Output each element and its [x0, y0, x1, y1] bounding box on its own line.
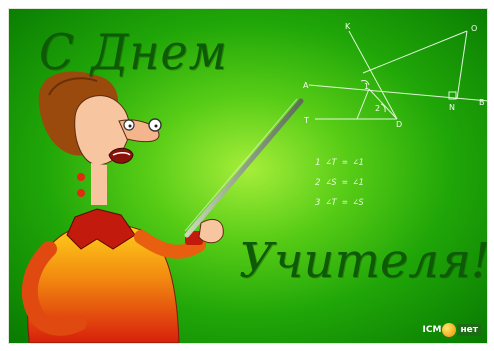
- greeting-line-2: Учителя!: [239, 233, 488, 289]
- chalk-geometry: [308, 30, 487, 120]
- logo-text: ICM: [422, 325, 442, 335]
- point-label-d: D: [396, 120, 402, 129]
- chalk-equation-1: 1 ∠T = ∠1: [315, 158, 364, 168]
- chalk-point-labels: K O A B T D N 1 2: [303, 22, 485, 129]
- angle-label-1: 1: [364, 82, 369, 91]
- angle-label-2: 2: [375, 104, 380, 113]
- point-label-o: O: [471, 24, 477, 33]
- teacher-illustration: K O A B T D N 1 2: [21, 22, 487, 343]
- pointer-stick: [184, 98, 304, 238]
- point-label-t: T: [303, 116, 309, 125]
- point-label-n: N: [449, 103, 455, 112]
- point-label-a: A: [303, 81, 309, 90]
- chalk-equation-2: 2 ∠S = ∠1: [315, 178, 364, 188]
- teacher-figure: [21, 71, 224, 343]
- point-label-k: K: [345, 22, 351, 31]
- chalk-equation-3: 3 ∠T = ∠S: [315, 198, 364, 208]
- point-label-b: B: [479, 98, 485, 107]
- logo-tag: нет: [457, 324, 481, 336]
- globe-icon: [442, 323, 457, 337]
- brand-logo: ICM нет: [423, 322, 481, 338]
- greeting-line-1: С Днем: [39, 23, 228, 81]
- greeting-card: K O A B T D N 1 2: [8, 8, 488, 344]
